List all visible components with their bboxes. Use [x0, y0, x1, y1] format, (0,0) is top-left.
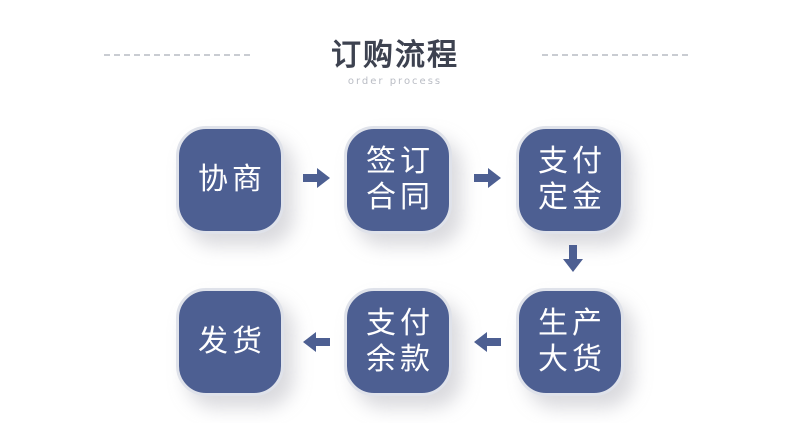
step-negotiate: 协商 [176, 126, 284, 234]
title-divider-left [104, 54, 250, 56]
arrow-down-icon [563, 245, 583, 272]
arrow-left-icon [474, 332, 501, 352]
page-title: 订购流程 [331, 38, 459, 73]
step-ship: 发货 [176, 288, 284, 396]
step-label-line1: 协商 [198, 162, 266, 197]
step-mass-production: 生产 大货 [516, 288, 624, 396]
step-label-line2: 余款 [366, 342, 434, 377]
title-divider-right [542, 54, 688, 56]
step-label-line1: 生产 [538, 306, 606, 341]
step-label-line1: 发货 [198, 324, 266, 359]
step-label-line1: 支付 [366, 306, 434, 341]
step-pay-balance: 支付 余款 [344, 288, 452, 396]
arrow-right-icon [303, 168, 330, 188]
step-pay-deposit: 支付 定金 [516, 126, 624, 234]
arrow-right-icon [474, 168, 501, 188]
arrow-left-icon [303, 332, 330, 352]
step-sign-contract: 签订 合同 [344, 126, 452, 234]
page-subtitle: order process [347, 76, 443, 87]
step-label-line1: 支付 [538, 144, 606, 179]
step-label-line2: 定金 [538, 180, 606, 215]
step-label-line1: 签订 [366, 144, 434, 179]
step-label-line2: 合同 [366, 180, 434, 215]
step-label-line2: 大货 [538, 342, 606, 377]
